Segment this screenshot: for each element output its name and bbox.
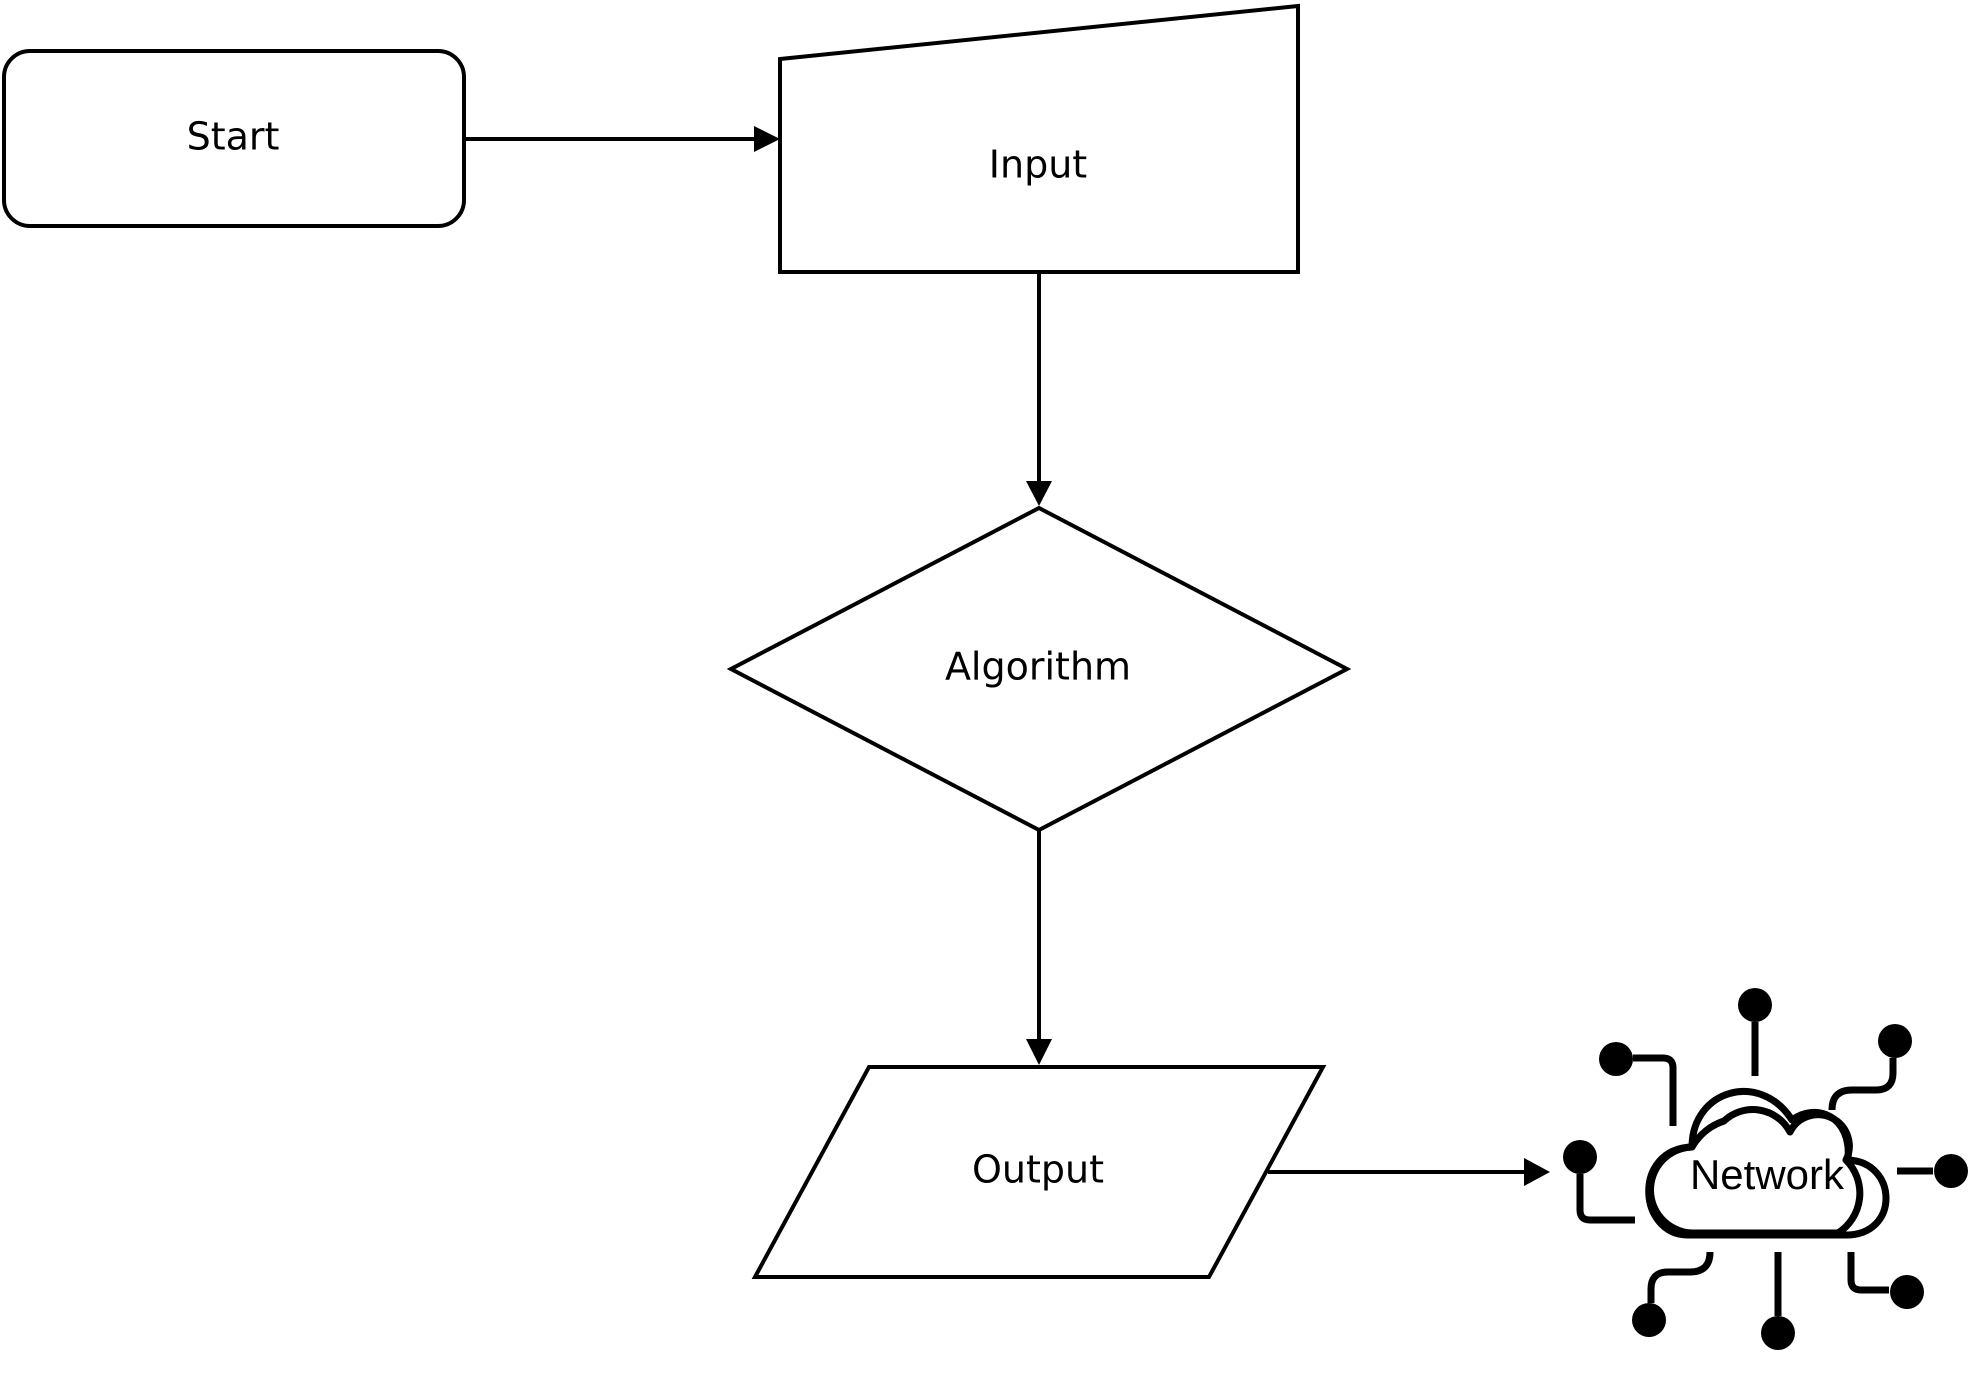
node-start-label: Start [187,115,280,159]
node-output-label: Output [972,1148,1104,1192]
node-network[interactable]: Network [1563,988,1968,1350]
node-start[interactable]: Start [2,49,466,228]
node-input-label: Input [989,143,1087,187]
edge-start-input [464,126,780,152]
edge-algorithm-output [1026,830,1052,1065]
node-network-label: Network [1690,1151,1845,1198]
node-algorithm-label: Algorithm [945,645,1131,689]
node-algorithm[interactable]: Algorithm [726,505,1352,833]
edge-input-algorithm [1026,272,1052,506]
node-output[interactable]: Output [751,1065,1327,1279]
edge-output-network [1268,1158,1550,1186]
node-input[interactable]: Input [778,3,1300,274]
